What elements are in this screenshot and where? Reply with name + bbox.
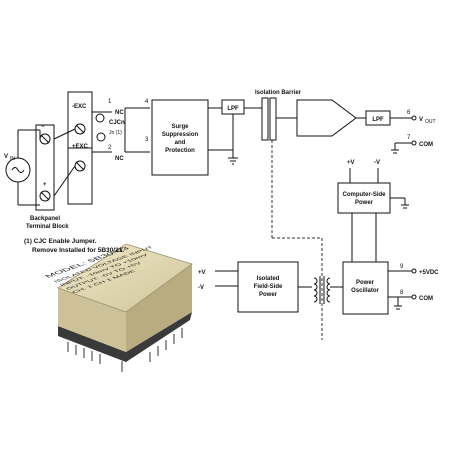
pin-1: 1 (108, 99, 112, 105)
backpanel-label-2: Terminal Block (26, 224, 69, 230)
rail-mv: -V (374, 160, 380, 166)
vout-sub: OUT (425, 119, 436, 125)
rail-pv2: +V (198, 270, 206, 276)
pin-8: 8 (400, 290, 404, 296)
backpanel-terminal-block (35, 124, 55, 211)
lpf-1 (208, 99, 262, 165)
lpf2-label: LPF (372, 117, 384, 123)
field-power-l1: Isolated (257, 276, 280, 282)
vout-label: V (419, 117, 423, 123)
field-side-power (215, 261, 312, 313)
oscillator-l2: Oscillator (351, 288, 379, 294)
transformer (313, 276, 343, 304)
power-oscillator (342, 261, 417, 315)
terminal-plus: + (43, 182, 47, 188)
isolation-label: Isolation Barrier (255, 90, 302, 96)
cjc-label-1: CJCn (109, 120, 125, 126)
surge-l2: Suppression (162, 132, 199, 138)
com2-label: COM (419, 296, 433, 302)
exc-bottom-label: +EXC (72, 144, 89, 150)
pin-3: 3 (145, 137, 149, 143)
module-photo: MODEL: 5B30-03 ISOLATED VOLTAGE INPUT IN… (43, 243, 193, 372)
note-line-1: (1) CJC Enable Jumper. (24, 238, 97, 245)
lpf1-label: LPF (227, 106, 239, 112)
excitation-block (53, 91, 93, 205)
computer-power-l1: Computer-Side (342, 192, 386, 198)
nc-bottom: NC (115, 156, 124, 162)
isolation-dashed-path (271, 140, 323, 340)
com1-label: COM (419, 142, 433, 148)
field-power-l2: Field-Side (254, 284, 283, 290)
vin-sub: IN (10, 156, 15, 162)
rail-pv: +V (347, 160, 355, 166)
pin-2: 2 (108, 145, 112, 151)
isolation-barrier (261, 97, 297, 141)
rail-mv2: -V (198, 285, 204, 291)
oscillator-l1: Power (356, 280, 375, 286)
pin-9: 9 (400, 264, 404, 270)
pin-4: 4 (145, 99, 149, 105)
cjc-label-2: Jn (1) (109, 130, 122, 136)
surge-l3: and (175, 140, 186, 146)
vin-label: V (4, 154, 8, 160)
cjc-section (92, 107, 150, 153)
cjc-jumper-note: (1) CJC Enable Jumper. Remove Installed … (24, 237, 184, 255)
surge-block (151, 99, 209, 176)
input-source (5, 129, 40, 206)
lpf-2 (365, 110, 417, 154)
exc-top-label: -EXC (72, 104, 87, 110)
terminal-minus: − (41, 124, 45, 130)
computer-side-power (337, 168, 409, 262)
amplifier (296, 99, 366, 137)
plus5-label: +5VDC (419, 270, 439, 276)
backpanel-label-1: Backpanel (30, 216, 60, 222)
field-power-l3: Power (259, 292, 278, 298)
surge-l1: Surge (171, 124, 189, 130)
computer-power-l2: Power (355, 200, 374, 206)
pin-6: 6 (407, 110, 411, 116)
nc-top: NC (115, 110, 124, 116)
note-line-2: Remove Installed for 5B30/31. (32, 247, 125, 254)
surge-l4: Protection (165, 148, 195, 154)
pin-7: 7 (407, 135, 411, 141)
